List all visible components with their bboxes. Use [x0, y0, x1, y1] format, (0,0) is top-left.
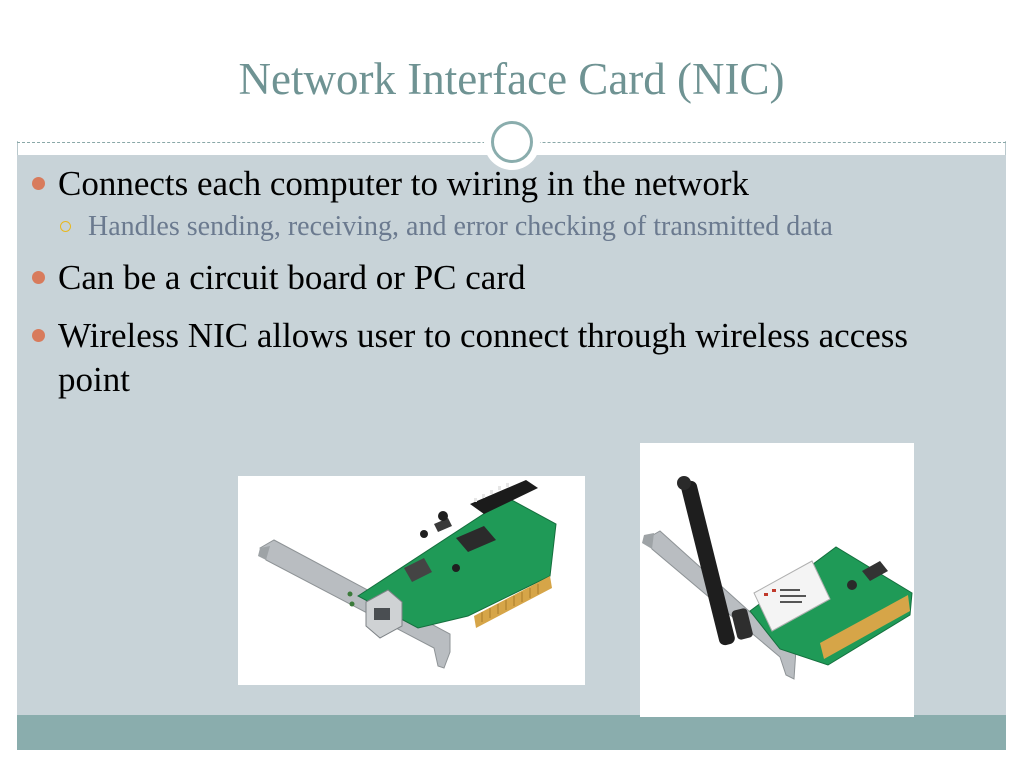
bullet-dot-icon [32, 177, 45, 190]
ornament-ring [491, 121, 533, 163]
bullet-list: Connects each computer to wiring in the … [30, 162, 970, 402]
bullet-dot-icon [32, 329, 45, 342]
slide-title: Network Interface Card (NIC) [238, 54, 785, 104]
wired-nic-illustration [258, 480, 557, 669]
bullet-text: Can be a circuit board or PC card [58, 258, 526, 297]
sub-bullet-text: Handles sending, receiving, and error ch… [88, 211, 833, 242]
bullet-text: Connects each computer to wiring in the … [58, 164, 750, 203]
wired-nic-photo [238, 476, 585, 685]
bullet-dot-icon [32, 271, 45, 284]
footer-band [17, 715, 1006, 750]
bullet-item: Wireless NIC allows user to connect thro… [30, 314, 970, 402]
bullet-item: Connects each computer to wiring in the … [30, 162, 970, 206]
title-ornament [484, 114, 540, 170]
wireless-nic-photo [640, 443, 914, 717]
sub-bullet-ring-icon [60, 221, 71, 232]
bullet-item: Can be a circuit board or PC card [30, 256, 970, 300]
wireless-nic-illustration [642, 476, 913, 680]
bullet-text: Wireless NIC allows user to connect thro… [58, 316, 909, 399]
sub-bullet-item: Handles sending, receiving, and error ch… [30, 208, 970, 246]
